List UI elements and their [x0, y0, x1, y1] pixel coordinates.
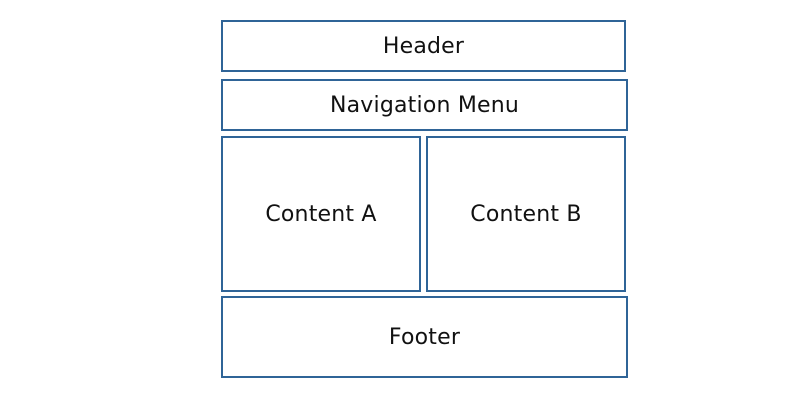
content-a-label: Content A — [265, 201, 377, 227]
header-label: Header — [382, 33, 465, 59]
content-b-box: Content B — [426, 136, 626, 292]
footer-label: Footer — [388, 324, 461, 350]
navigation-menu-label: Navigation Menu — [329, 92, 520, 118]
content-b-label: Content B — [470, 201, 582, 227]
navigation-menu-box: Navigation Menu — [221, 79, 628, 131]
footer-box: Footer — [221, 296, 628, 378]
content-a-box: Content A — [221, 136, 421, 292]
header-box: Header — [221, 20, 626, 72]
